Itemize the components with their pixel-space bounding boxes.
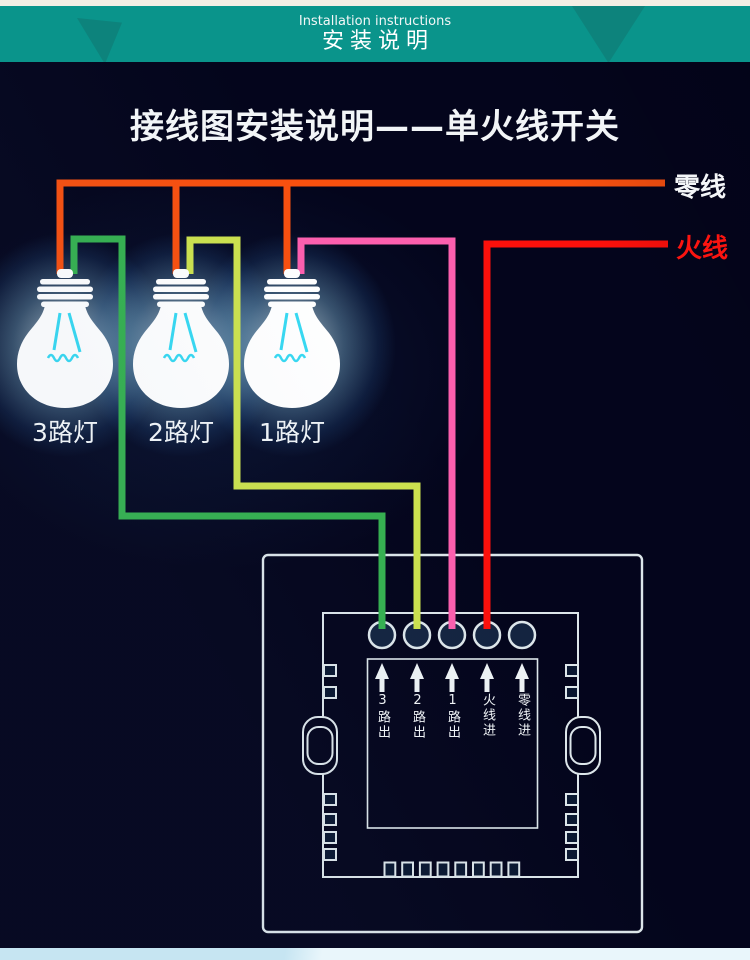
filament-line <box>52 312 62 351</box>
light-bulb-2 <box>133 269 229 408</box>
wire-live-main <box>483 240 668 629</box>
terminal-arrow-1 <box>410 663 424 692</box>
terminal-label-2-out: 2路出 <box>410 693 425 740</box>
connector-pin-square <box>401 861 415 878</box>
clip-square <box>565 848 579 861</box>
terminal-label-live-in: 火线进 <box>480 693 495 738</box>
connector-pin-square <box>383 861 397 878</box>
clip-square <box>323 848 337 861</box>
connector-pin-square <box>489 861 503 878</box>
clip-square <box>565 793 579 806</box>
clip-square <box>323 831 337 844</box>
filament-coil <box>273 353 307 363</box>
connector-pin-square <box>436 861 450 878</box>
screw-slot-outer-right <box>565 716 601 775</box>
wires <box>56 179 668 629</box>
filament-coil <box>162 353 196 363</box>
clip-square <box>565 686 579 699</box>
terminal-label-3-out: 3路出 <box>375 693 390 740</box>
wire-lamp2-switched <box>186 236 421 629</box>
filament-line <box>168 312 178 351</box>
bulb-label-1: 1路灯 <box>259 418 325 447</box>
connector-pin-square <box>454 861 468 878</box>
clip-square <box>323 793 337 806</box>
filament-line <box>183 312 198 353</box>
terminal-arrow-3 <box>480 663 494 692</box>
terminal-circle-4 <box>507 620 537 650</box>
bulb-label-2: 2路灯 <box>148 418 214 447</box>
wire-lamp1-switched <box>297 237 456 629</box>
diagram-title: 接线图安装说明——单火线开关 <box>130 107 620 147</box>
terminal-arrow-2 <box>445 663 459 692</box>
top-cream-strip <box>0 0 750 6</box>
bulb-label-3: 3路灯 <box>32 418 98 447</box>
section-header: Installation instructions 安装说明 <box>0 6 750 62</box>
live-wire-label: 火线 <box>676 234 729 264</box>
switch-module-outline <box>366 658 539 829</box>
screw-slot-outer-left <box>302 716 338 775</box>
screw-slot-inner-left <box>306 726 334 765</box>
clip-square <box>565 664 579 677</box>
terminal-arrow-4 <box>515 663 529 692</box>
filament-line <box>294 312 309 353</box>
header-subtitle-en: Installation instructions <box>298 13 452 29</box>
screw-slot-inner-right <box>569 726 597 765</box>
light-bulb-3 <box>17 269 113 408</box>
bottom-light-strip <box>0 948 750 960</box>
filament-line <box>279 312 289 351</box>
connector-pin-square <box>418 861 432 878</box>
connector-pin-square <box>507 861 521 878</box>
filament-line <box>67 312 82 353</box>
terminal-label-1-out: 1路出 <box>445 693 460 740</box>
neutral-wire-label: 零线 <box>674 173 727 203</box>
clip-square <box>565 813 579 826</box>
clip-square <box>323 813 337 826</box>
connector-pin-square <box>472 861 485 878</box>
terminal-label-neutral-in: 零线进 <box>515 693 530 738</box>
header-title-zh: 安装说明 <box>321 28 434 54</box>
clip-square <box>565 831 579 844</box>
wire-neutral-main <box>56 179 665 274</box>
wire-lamp3-switched <box>70 235 386 629</box>
clip-square <box>323 664 337 677</box>
filament-coil <box>46 353 80 363</box>
clip-square <box>323 686 337 699</box>
light-bulb-1 <box>244 269 340 408</box>
terminal-arrow-0 <box>375 663 389 692</box>
